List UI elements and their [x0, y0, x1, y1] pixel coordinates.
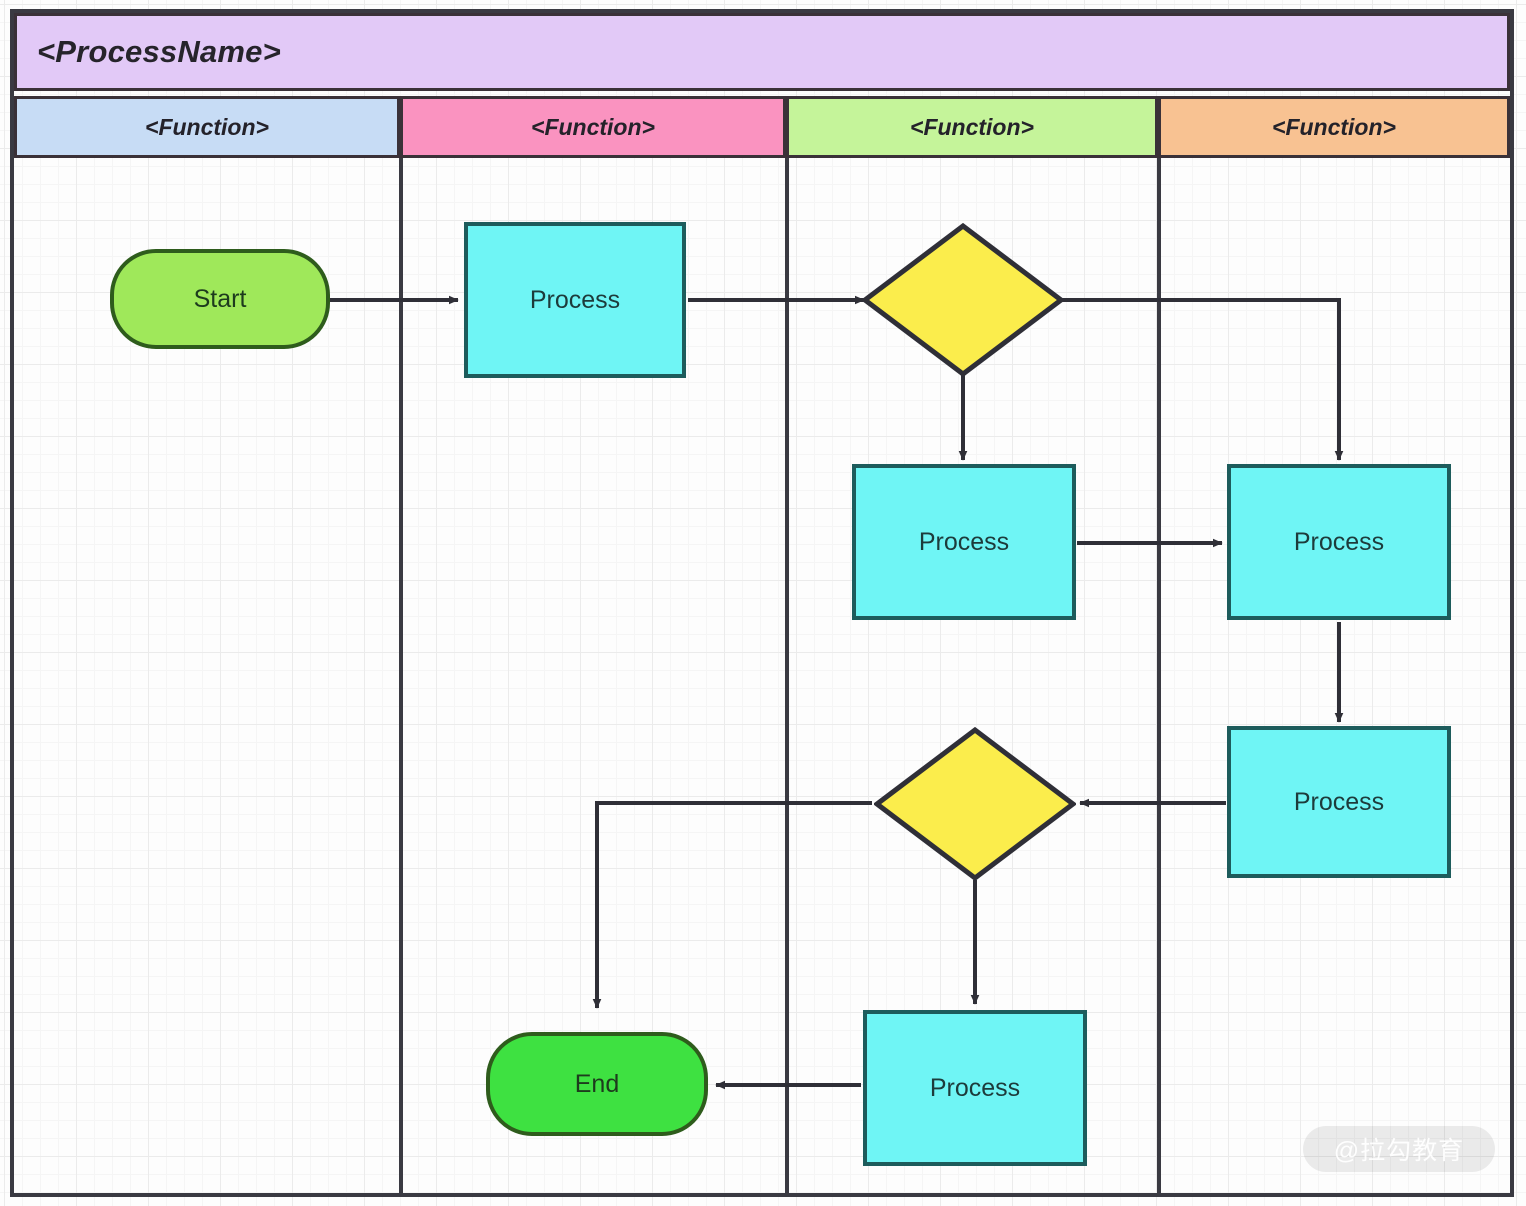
- node-end[interactable]: End: [486, 1032, 708, 1136]
- node-proc5[interactable]: Process: [863, 1010, 1087, 1166]
- lane-header-2[interactable]: <Function>: [400, 96, 786, 158]
- lane-divider-2: [785, 158, 789, 1197]
- node-proc1[interactable]: Process: [464, 222, 686, 378]
- lane-header-4-label: <Function>: [1272, 113, 1396, 140]
- node-proc1-label: Process: [529, 285, 621, 314]
- lane-divider-3: [1157, 158, 1161, 1197]
- lane-header-3-label: <Function>: [910, 113, 1034, 140]
- lane-header-2-label: <Function>: [531, 113, 655, 140]
- node-proc3[interactable]: Process: [1227, 464, 1451, 620]
- lane-header-1-label: <Function>: [145, 113, 269, 140]
- node-proc2[interactable]: Process: [852, 464, 1076, 620]
- lane-header-3[interactable]: <Function>: [786, 96, 1158, 158]
- diamond-shape-2: [874, 727, 1076, 881]
- lane-header-4[interactable]: <Function>: [1158, 96, 1510, 158]
- node-start-label: Start: [193, 284, 247, 313]
- lane-header-1[interactable]: <Function>: [14, 96, 400, 158]
- watermark-label: @拉勾教育: [1333, 1137, 1465, 1165]
- diamond-shape-1: [862, 223, 1064, 377]
- watermark-badge: @拉勾教育: [1303, 1126, 1495, 1172]
- diagram-frame-border: [10, 9, 1514, 1197]
- process-name-band[interactable]: <ProcessName>: [14, 13, 1510, 91]
- lane-divider-1: [399, 158, 403, 1197]
- process-name-label: <ProcessName>: [37, 34, 281, 69]
- node-proc5-label: Process: [929, 1073, 1021, 1102]
- node-proc3-label: Process: [1293, 527, 1385, 556]
- node-decision-2[interactable]: [874, 727, 1076, 881]
- node-proc4[interactable]: Process: [1227, 726, 1451, 878]
- node-proc2-label: Process: [918, 527, 1010, 556]
- node-end-label: End: [574, 1069, 620, 1098]
- node-start[interactable]: Start: [110, 249, 330, 349]
- node-decision-1[interactable]: [862, 223, 1064, 377]
- node-proc4-label: Process: [1293, 787, 1385, 816]
